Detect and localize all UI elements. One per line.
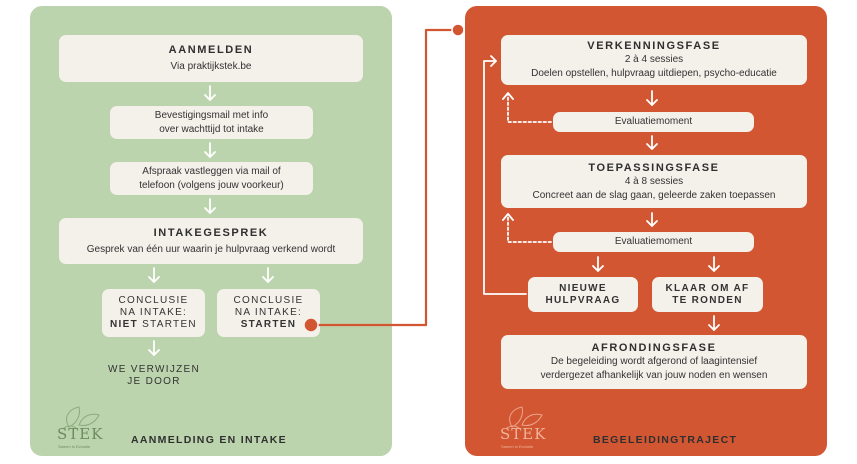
toepassingsfase-box: TOEPASSINGSFASE 4 à 8 sessies Concreet a… bbox=[501, 155, 807, 208]
afspraak-box: Afspraak vastleggen via mail of telefoon… bbox=[110, 162, 313, 195]
bevestigingsmail-box: Bevestigingsmail met info over wachttijd… bbox=[110, 106, 313, 139]
toepassingsfase-line2: Concreet aan de slag gaan, geleerde zake… bbox=[532, 189, 776, 201]
arrow-verkenning-evaluatie bbox=[646, 90, 658, 106]
aanmelden-text: Via praktijkstek.be bbox=[170, 61, 252, 72]
toepassingsfase-title: TOEPASSINGSFASE bbox=[588, 161, 720, 174]
aanmelden-title: AANMELDEN bbox=[168, 44, 254, 56]
evaluatiemoment-2-box: Evaluatiemoment bbox=[553, 232, 754, 252]
evaluatiemoment-1-box: Evaluatiemoment bbox=[553, 112, 754, 132]
evaluatiemoment-1-text: Evaluatiemoment bbox=[614, 116, 693, 127]
conclusie-niet-rest: STARTEN bbox=[138, 319, 197, 330]
stek-logo-left: STEK Samen in Evolutie bbox=[55, 403, 105, 451]
conclusie-starten-box: CONCLUSIE NA INTAKE: STARTEN bbox=[217, 289, 320, 337]
conclusie-niet-starten-box: CONCLUSIE NA INTAKE: NIET STARTEN bbox=[102, 289, 205, 337]
logo-sub-left: Samen in Evolutie bbox=[58, 444, 91, 449]
dotted-loop-2-head bbox=[502, 213, 514, 221]
afrondingsfase-line2: verdergezet afhankelijk van jouw noden e… bbox=[540, 370, 768, 381]
nieuwe-hulpvraag-box: NIEUWE HULPVRAAG bbox=[528, 277, 638, 312]
afrondingsfase-line1: De begeleiding wordt afgerond of laagint… bbox=[550, 356, 758, 367]
afrondingsfase-title: AFRONDINGSFASE bbox=[591, 342, 717, 354]
verkenningsfase-line1: 2 à 4 sessies bbox=[624, 54, 684, 65]
doorverwijzen-line1: WE VERWIJZEN bbox=[107, 364, 201, 375]
arrow-klaar-afronding bbox=[708, 315, 720, 331]
verkenningsfase-title: VERKENNINGSFASE bbox=[587, 40, 721, 52]
conclusie-starten-line2: NA INTAKE: bbox=[234, 307, 303, 318]
arrow-toepassing-evaluatie bbox=[646, 212, 658, 227]
logo-word-left: STEK bbox=[57, 425, 104, 443]
arrow-afspraak-intake bbox=[204, 198, 216, 214]
afspraak-line1: Afspraak vastleggen via mail of bbox=[142, 165, 281, 177]
verkenningsfase-line2: Doelen opstellen, hulpvraag uitdiepen, p… bbox=[531, 68, 777, 79]
bevestigingsmail-line1: Bevestigingsmail met info bbox=[154, 109, 269, 121]
arrow-intake-niet bbox=[148, 267, 160, 283]
verkenningsfase-box: VERKENNINGSFASE 2 à 4 sessies Doelen ops… bbox=[501, 35, 807, 85]
toepassingsfase-line1: 4 à 8 sessies bbox=[624, 175, 684, 187]
conclusie-niet-bold: NIET bbox=[110, 319, 139, 330]
afrondingsfase-box: AFRONDINGSFASE De begeleiding wordt afge… bbox=[501, 335, 807, 389]
traject-footer: BEGELEIDINGTRAJECT bbox=[593, 434, 738, 446]
arrow-evaluatie-toepassing bbox=[646, 135, 658, 150]
intakegesprek-text: Gesprek van één uur waarin je hulpvraag … bbox=[86, 243, 336, 255]
logo-word-right: STEK bbox=[500, 425, 547, 443]
leaf-icon bbox=[505, 406, 543, 430]
arrow-aanmelden-bevestiging bbox=[204, 85, 216, 101]
arrow-bevestiging-afspraak bbox=[204, 142, 216, 158]
conclusie-niet-line3: NIET STARTEN bbox=[110, 319, 197, 331]
arrow-niet-doorverwijzen bbox=[148, 340, 160, 356]
arrow-evaluatie-nieuwe bbox=[592, 256, 604, 272]
connector-starten-traject bbox=[303, 23, 465, 333]
bevestigingsmail-line2: over wachttijd tot intake bbox=[159, 123, 264, 135]
intakegesprek-box: INTAKEGESPREK Gesprek van één uur waarin… bbox=[59, 218, 363, 264]
klaar-line1: KLAAR OM AF bbox=[665, 282, 750, 294]
loop-nieuwe-hulpvraag bbox=[483, 55, 527, 295]
klaar-om-af-te-ronden-box: KLAAR OM AF TE RONDEN bbox=[652, 277, 763, 312]
conclusie-niet-line1: CONCLUSIE bbox=[118, 295, 189, 306]
klaar-line2: TE RONDEN bbox=[672, 294, 743, 306]
aanmelden-box: AANMELDEN Via praktijkstek.be bbox=[59, 35, 363, 82]
conclusie-starten-bold: STARTEN bbox=[240, 319, 297, 330]
logo-sub-right: Samen in Evolutie bbox=[501, 444, 534, 449]
arrow-intake-starten bbox=[262, 267, 274, 283]
conclusie-niet-line2: NA INTAKE: bbox=[119, 307, 188, 318]
leaf-icon bbox=[62, 406, 100, 430]
nieuwe-hulpvraag-line2: HULPVRAAG bbox=[545, 294, 621, 306]
doorverwijzen-line2: JE DOOR bbox=[127, 376, 181, 387]
afspraak-line2: telefoon (volgens jouw voorkeur) bbox=[139, 179, 284, 191]
conclusie-starten-line1: CONCLUSIE bbox=[233, 295, 304, 306]
doorverwijzen-text: WE VERWIJZEN JE DOOR bbox=[95, 364, 213, 388]
nieuwe-hulpvraag-line1: NIEUWE bbox=[559, 282, 607, 294]
stek-logo-right: STEK Samen in Evolutie bbox=[498, 403, 548, 451]
evaluatiemoment-2-text: Evaluatiemoment bbox=[614, 236, 693, 247]
intake-footer: AANMELDING EN INTAKE bbox=[131, 434, 287, 446]
dotted-loop-2 bbox=[507, 214, 552, 243]
arrow-evaluatie-klaar bbox=[708, 256, 720, 272]
intakegesprek-title: INTAKEGESPREK bbox=[153, 226, 269, 239]
dotted-loop-1-head bbox=[502, 92, 514, 100]
dotted-loop-1 bbox=[507, 93, 552, 123]
